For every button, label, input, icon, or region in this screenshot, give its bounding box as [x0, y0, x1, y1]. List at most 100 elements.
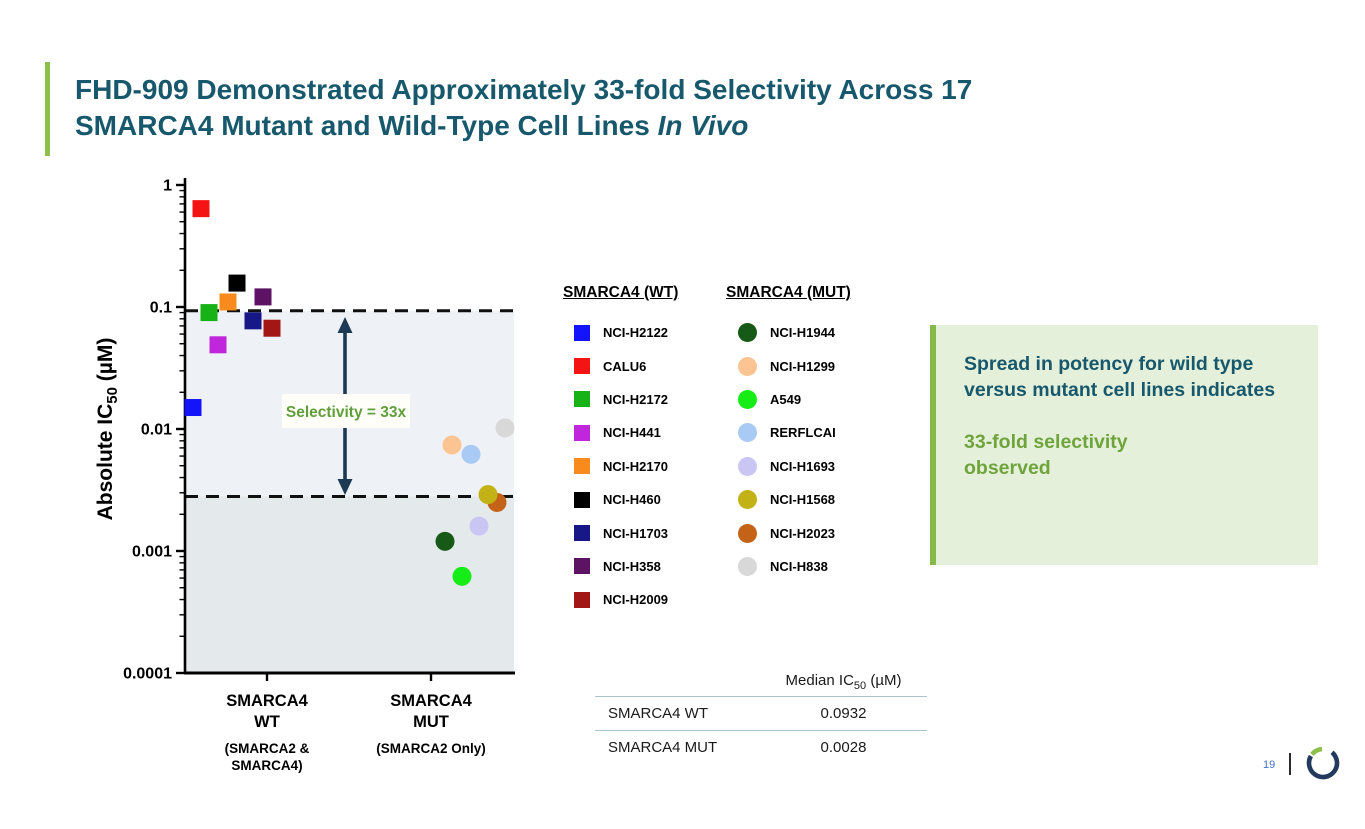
- data-point-NCI-H2009: [263, 319, 281, 337]
- legend-swatch-square: [574, 558, 590, 575]
- legend-label: NCI-H2122: [603, 325, 669, 341]
- legend-label: RERFLCAI: [770, 425, 836, 441]
- table-row-smarca4-mut: SMARCA4 MUT 0.0028: [595, 730, 927, 764]
- legend-item-RERFLCAI: RERFLCAI: [726, 416, 896, 449]
- table-row-label: SMARCA4 WT: [608, 705, 709, 722]
- legend-label: NCI-H1693: [770, 458, 836, 474]
- legend-swatch-square: [574, 391, 590, 408]
- data-point-A549: [452, 566, 472, 586]
- y-tick-label: 0.0001: [123, 666, 172, 683]
- legend-item-NCI-H1568: NCI-H1568: [726, 483, 896, 516]
- callout-green-text: 33-fold selectivity observed: [964, 430, 1292, 482]
- legend-swatch-circle: [738, 456, 757, 476]
- table-header-row: Median IC50 (µM): [595, 668, 927, 696]
- page-title: FHD-909 Demonstrated Approximately 33-fo…: [75, 72, 1135, 144]
- table-header-median: Median IC50 (µM): [785, 672, 902, 692]
- legend-item-NCI-H1299: NCI-H1299: [726, 349, 896, 382]
- legend-label: NCI-H2009: [603, 592, 669, 608]
- data-point-RERFLCAI: [461, 444, 481, 464]
- legend-label: CALU6: [603, 358, 647, 374]
- y-tick-label: 0.1: [150, 300, 172, 317]
- title-line2-italic: In Vivo: [657, 109, 749, 141]
- table-row-label: SMARCA4 MUT: [608, 739, 718, 756]
- callout-box: Spread in potency for wild type versus m…: [930, 325, 1318, 565]
- x-group-sublabel: (SMARCA2 Only): [376, 741, 486, 756]
- x-group-label: WT: [254, 713, 280, 731]
- table-row-value: 0.0028: [820, 739, 867, 756]
- legend-item-NCI-H2009: NCI-H2009: [563, 583, 723, 616]
- data-point-NCI-H358: [254, 288, 272, 306]
- legend-header-wt: SMARCA4 (WT): [563, 284, 679, 301]
- selectivity-band-upper: [186, 310, 514, 497]
- y-tick-label: 0.01: [141, 422, 172, 439]
- legend-label: A549: [770, 391, 802, 407]
- legend-label: NCI-H2170: [603, 458, 669, 474]
- legend-label: NCI-H1703: [603, 525, 669, 541]
- y-axis-title: Absolute IC50 (µM): [94, 338, 121, 521]
- legend-item-NCI-H838: NCI-H838: [726, 550, 896, 583]
- legend-header-mut: SMARCA4 (MUT): [726, 284, 851, 301]
- legend-swatch-circle: [738, 323, 757, 343]
- legend-swatch-circle: [738, 490, 757, 510]
- legend-swatch-circle: [738, 523, 757, 543]
- legend-item-A549: A549: [726, 383, 896, 416]
- legend-swatch-circle: [738, 556, 757, 576]
- legend-swatch-circle: [738, 423, 757, 443]
- legend-label: NCI-H358: [603, 558, 661, 574]
- y-tick-label: 0.001: [132, 544, 172, 561]
- x-group-sublabel: SMARCA4): [231, 758, 302, 773]
- selectivity-arrow-head-up: [337, 317, 353, 333]
- selectivity-arrow-head-down: [337, 479, 353, 495]
- callout-green-line2: observed: [964, 456, 1051, 479]
- legend-label: NCI-H2023: [770, 525, 836, 541]
- x-group-sublabel: (SMARCA2 &: [225, 741, 310, 756]
- data-point-NCI-H2170: [219, 293, 237, 311]
- data-point-NCI-H1568: [478, 485, 498, 505]
- legend-item-NCI-H2170: NCI-H2170: [563, 450, 723, 483]
- selectivity-band-lower: [186, 496, 514, 673]
- data-point-NCI-H838: [495, 418, 515, 438]
- title-line2: SMARCA4 Mutant and Wild-Type Cell Lines: [75, 109, 658, 141]
- legend-label: NCI-H838: [770, 558, 828, 574]
- legend-swatch-square: [574, 591, 590, 608]
- title-accent-bar: [45, 62, 50, 156]
- legend-swatch-square: [574, 424, 590, 441]
- data-point-NCI-H1693: [469, 516, 489, 536]
- legend-label: NCI-H1944: [770, 325, 836, 341]
- data-point-NCI-H441: [209, 336, 227, 354]
- legend-item-NCI-H460: NCI-H460: [563, 483, 723, 516]
- selectivity-label-box: [282, 394, 410, 428]
- page-number: 19: [1263, 759, 1276, 771]
- x-group-label: SMARCA4: [390, 692, 472, 710]
- legend-swatch-square: [574, 324, 590, 341]
- title-line1: FHD-909 Demonstrated Approximately 33-fo…: [75, 74, 973, 105]
- legend-label: NCI-H2172: [603, 391, 669, 407]
- data-point-NCI-H1299: [442, 435, 462, 455]
- legend-item-NCI-H2122: NCI-H2122: [563, 316, 723, 349]
- y-tick-label: 1: [163, 178, 172, 195]
- footer-separator: [1289, 753, 1291, 775]
- legend-item-NCI-H1703: NCI-H1703: [563, 516, 723, 549]
- legend-swatch-square: [574, 458, 590, 475]
- x-group-label: MUT: [413, 713, 449, 731]
- legend-swatch-square: [574, 358, 590, 375]
- legend-item-NCI-H358: NCI-H358: [563, 550, 723, 583]
- callout-teal-text: Spread in potency for wild type versus m…: [964, 353, 1276, 401]
- data-point-NCI-H460: [228, 274, 246, 292]
- x-group-label: SMARCA4: [226, 692, 308, 710]
- legend-label: NCI-H1568: [770, 492, 836, 508]
- legend-label: NCI-H1299: [770, 358, 836, 374]
- legend-swatch-circle: [738, 356, 757, 376]
- legend-item-NCI-H441: NCI-H441: [563, 416, 723, 449]
- data-point-NCI-H2023: [487, 492, 507, 512]
- legend-item-CALU6: CALU6: [563, 349, 723, 382]
- callout-green-line1: 33-fold selectivity: [964, 430, 1128, 453]
- legend-item-NCI-H2023: NCI-H2023: [726, 516, 896, 549]
